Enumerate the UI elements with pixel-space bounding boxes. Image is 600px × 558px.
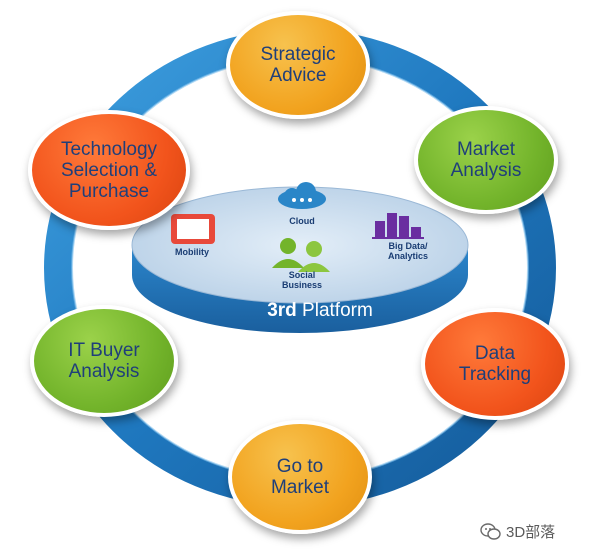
tablet-icon [171,214,215,244]
node-market-analysis: Market Analysis [414,106,558,214]
platform-title-bold: 3rd [267,300,297,321]
social-business-label: Social Business [281,270,323,290]
cloud-label: Cloud [289,216,315,226]
bar-chart-icon [372,213,424,239]
node-go-to-market: Go to Market [228,420,372,534]
node-strategic-advice: Strategic Advice [226,11,370,119]
cloud-icon [278,182,326,209]
bigdata-label: Big Data/ Analytics [387,241,429,261]
node-technology-selection: Technology Selection & Purchase [28,110,190,230]
platform-title-rest: Platform [302,300,373,321]
platform-title: 3rd Platform [230,300,410,322]
people-icon [272,238,330,272]
wechat-icon [480,522,501,540]
platform-side [132,245,468,333]
node-it-buyer-analysis: IT Buyer Analysis [30,305,178,417]
watermark: 3D部落 [480,521,555,542]
watermark-text: 3D部落 [506,524,556,541]
node-data-tracking: Data Tracking [421,308,569,420]
mobility-label: Mobility [175,247,209,257]
